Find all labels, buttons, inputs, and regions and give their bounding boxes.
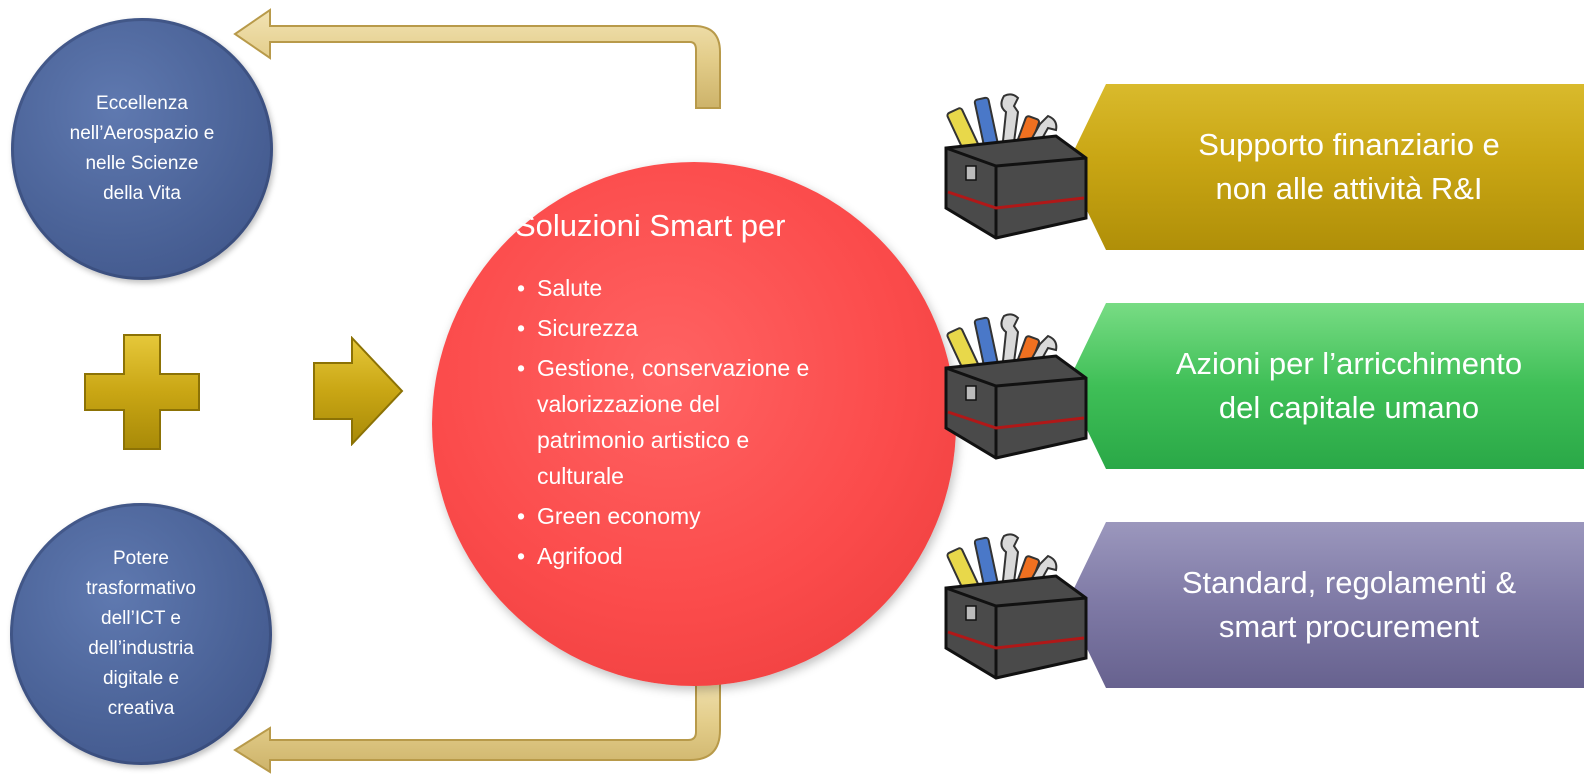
action-human-capital: Azioni per l’arricchimento del capitale … [1066,303,1584,469]
list-item: Gestione, conservazione e valorizzazione… [515,350,809,494]
list-item: Salute [515,270,809,306]
action-standards-procurement: Standard, regolamenti & smart procuremen… [1066,522,1584,688]
action-financial-support: Supporto finanziario e non alle attività… [1066,84,1584,250]
bottom-return-arrow [233,672,721,774]
toolbox-icon [944,93,1088,240]
action-label: Azioni per l’arricchimento del capitale … [1175,346,1523,425]
list-item: Agrifood [515,538,809,574]
smart-solutions-list: Salute Sicurezza Gestione, conservazione… [515,270,809,578]
plus-icon [84,334,200,450]
arrow-right-icon [313,336,404,446]
node-aerospace-life-sciences: Eccellenza nell’Aerospazio e nelle Scien… [11,18,273,280]
node-ict-digital-industry: Potere trasformativo dell’ICT e dell’ind… [10,503,272,765]
list-item: Green economy [515,498,809,534]
node-ict-label: Potere trasformativo dell’ICT e dell’ind… [86,548,196,719]
node-aerospace-label: Eccellenza nell’Aerospazio e nelle Scien… [69,93,215,204]
action-label: Standard, regolamenti & smart procuremen… [1181,565,1517,644]
top-return-arrow [233,8,721,109]
toolbox-icon [944,533,1088,680]
toolbox-icon [944,313,1088,460]
list-item: Sicurezza [515,310,809,346]
action-label: Supporto finanziario e non alle attività… [1198,127,1500,206]
smart-solutions-title: Soluzioni Smart per [515,208,786,243]
